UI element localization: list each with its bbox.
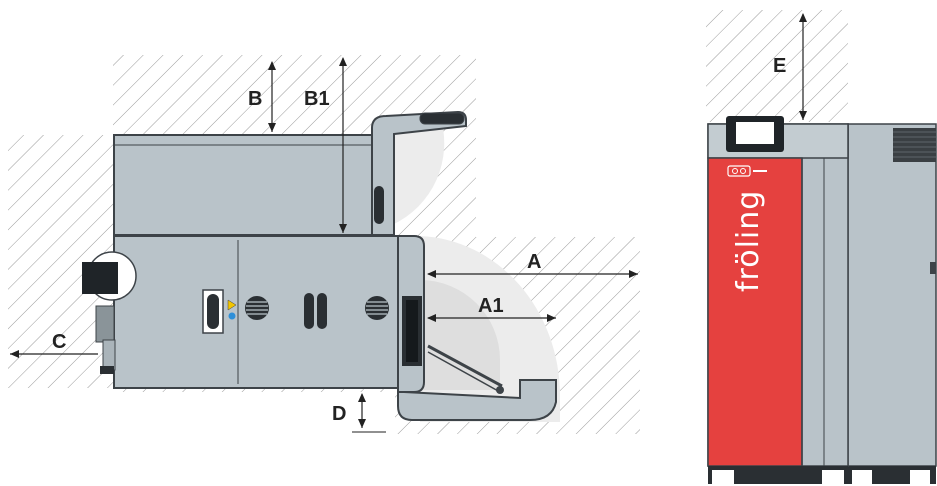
label-c: C [52, 331, 66, 353]
storage-unit-front [847, 123, 937, 484]
control-display-icon [726, 116, 784, 152]
dimension-d [352, 393, 386, 433]
label-a: A [527, 251, 541, 273]
storage-lid-open [371, 110, 467, 236]
warning-triangle-icon [227, 299, 237, 311]
front-door-open [397, 344, 557, 421]
info-dot-icon [228, 312, 236, 320]
door-swing-area-lower [420, 236, 560, 422]
label-e: E [773, 55, 786, 77]
boiler-front-view [707, 123, 849, 484]
label-d: D [332, 403, 346, 425]
brand-badge [727, 165, 767, 177]
fan-vent-icon-right [365, 296, 389, 320]
fan-vent-icon [245, 296, 269, 320]
handle-slots [304, 293, 327, 329]
label-b: B [248, 88, 262, 110]
label-a1: A1 [478, 295, 504, 317]
label-b1: B1 [304, 88, 330, 110]
door-swing-area-upper [384, 116, 445, 225]
clearance-zone-ceiling [706, 10, 848, 122]
storage-unit-top [113, 134, 395, 236]
viewing-window-icon [202, 289, 224, 334]
flue-connector [82, 251, 137, 374]
brand-name: fröling [731, 190, 766, 292]
